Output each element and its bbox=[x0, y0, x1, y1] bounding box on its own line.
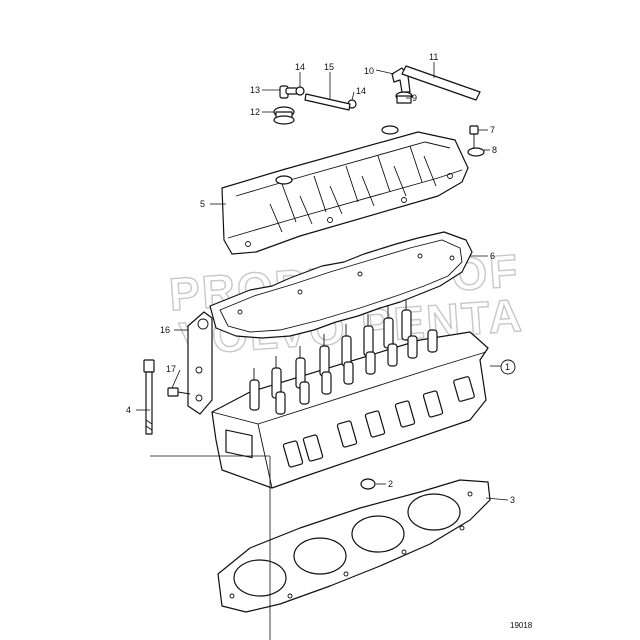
valve-studs bbox=[249, 300, 438, 415]
callouts: 1 2 3 4 5 6 7 8 9 10 11 12 13 14 14 15 1… bbox=[126, 52, 516, 505]
valve-cover-gasket bbox=[209, 231, 473, 339]
callout-8: 8 bbox=[492, 145, 497, 155]
lifting-eye bbox=[187, 311, 213, 415]
bolt-17 bbox=[167, 387, 191, 397]
figure-number: 19018 bbox=[510, 621, 533, 630]
callout-4: 4 bbox=[126, 405, 131, 415]
callout-5: 5 bbox=[200, 199, 205, 209]
cylinder-head-gasket bbox=[217, 479, 491, 613]
callout-7: 7 bbox=[490, 125, 495, 135]
cylinder-head-bolt bbox=[143, 359, 155, 435]
valve-cover bbox=[221, 125, 469, 255]
callout-14-left: 14 bbox=[295, 62, 305, 72]
callout-13: 13 bbox=[250, 85, 260, 95]
callout-12: 12 bbox=[250, 107, 260, 117]
callout-1: 1 bbox=[505, 362, 510, 372]
callout-1-circle bbox=[500, 359, 516, 375]
callout-6: 6 bbox=[490, 251, 495, 261]
callout-3: 3 bbox=[510, 495, 515, 505]
cylinder-head bbox=[211, 300, 489, 489]
exhaust-ports bbox=[282, 376, 475, 468]
callout-11: 11 bbox=[429, 52, 438, 62]
sealing-ring bbox=[360, 478, 376, 490]
callout-9: 9 bbox=[412, 93, 417, 103]
callout-15: 15 bbox=[324, 62, 334, 72]
callout-10: 10 bbox=[364, 66, 374, 76]
callout-2: 2 bbox=[388, 479, 393, 489]
callout-17: 17 bbox=[166, 364, 176, 374]
callout-16: 16 bbox=[160, 325, 170, 335]
callout-14-right: 14 bbox=[356, 86, 366, 96]
